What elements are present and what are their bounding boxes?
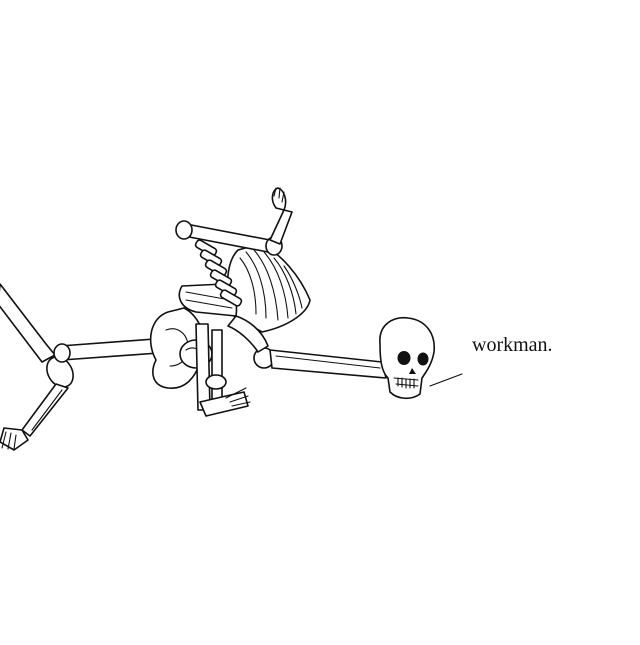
spine xyxy=(194,239,243,307)
rib-cage xyxy=(178,243,311,333)
speech-pointer xyxy=(429,373,463,387)
skull xyxy=(379,316,435,400)
raised-arm xyxy=(175,187,293,256)
outstretched-arm xyxy=(227,315,387,379)
left-leg xyxy=(0,283,74,451)
folded-arm xyxy=(195,323,251,417)
speech-caption: workman. xyxy=(472,334,553,356)
